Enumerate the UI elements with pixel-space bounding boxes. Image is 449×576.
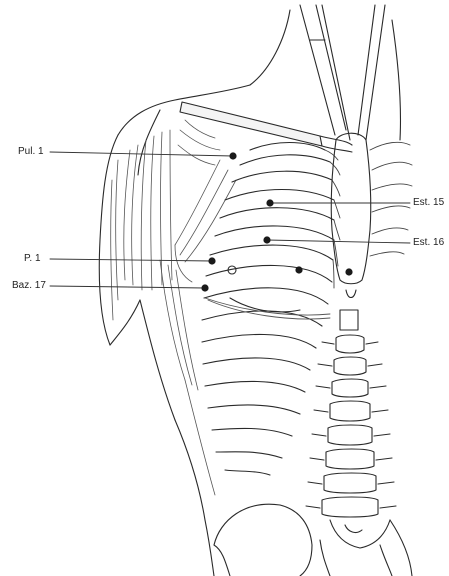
label-baz17: Baz. 17 [12, 280, 46, 292]
side-muscles [160, 260, 215, 495]
point-rib-lower [295, 266, 302, 273]
point-p1 [208, 257, 215, 264]
leader-line-baz17 [50, 286, 205, 288]
point-sternum-lower [345, 268, 352, 275]
pectoral-muscle [175, 160, 236, 282]
right-ribs [370, 142, 412, 256]
rib-cage [202, 143, 334, 476]
point-baz17 [201, 284, 208, 291]
label-est16: Est. 16 [413, 237, 444, 249]
point-pul1 [229, 152, 236, 159]
point-est16 [263, 236, 270, 243]
leader-line-est16 [267, 240, 410, 243]
pelvis [214, 504, 412, 576]
point-est15 [266, 199, 273, 206]
abdominal-line [205, 298, 330, 319]
label-p1: P. 1 [24, 253, 41, 265]
label-pul1: Pul. 1 [18, 146, 44, 158]
label-est15: Est. 15 [413, 197, 444, 209]
spine [306, 310, 396, 517]
neck-muscles [250, 5, 401, 140]
leader-lines [50, 152, 410, 288]
